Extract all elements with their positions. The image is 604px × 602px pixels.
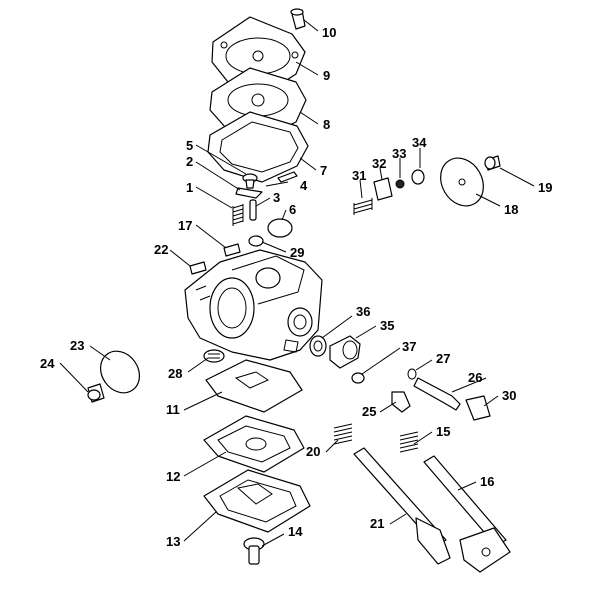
gasket-36 [309, 335, 327, 357]
pump-gasket [207, 111, 309, 183]
callout-31: 31 [352, 168, 366, 183]
callout-37: 37 [402, 339, 416, 354]
throttle-shaft-16 [423, 455, 511, 573]
screw-19 [484, 155, 501, 171]
callout-3: 3 [273, 190, 280, 205]
filter-29 [248, 235, 264, 247]
callout-27: 27 [436, 351, 450, 366]
callout-15: 15 [436, 424, 450, 439]
callout-33: 33 [392, 146, 406, 161]
cover-plate-18 [440, 157, 484, 207]
callout-9: 9 [323, 68, 330, 83]
cover-screw [290, 8, 306, 30]
fitting-35 [329, 335, 361, 369]
callout-6: 6 [289, 202, 296, 217]
oring-27 [407, 368, 417, 380]
callout-26: 26 [468, 370, 482, 385]
screw-14 [243, 537, 265, 565]
callout-35: 35 [380, 318, 394, 333]
spring-20 [333, 423, 353, 445]
leader-lines [59, 19, 535, 547]
inlet-control-lever [235, 187, 263, 199]
screw-37 [351, 372, 365, 384]
spindle-3 [249, 199, 257, 221]
carburetor-body [184, 249, 323, 361]
ball-33 [395, 179, 405, 189]
callout-labels: 10 9 8 7 4 5 2 1 3 6 17 29 22 23 24 28 1… [40, 25, 552, 549]
metering-diaphragm-12 [203, 415, 305, 473]
callout-32: 32 [372, 156, 386, 171]
needle-26 [413, 377, 461, 411]
pump-cover [211, 16, 306, 97]
sleeve-30 [465, 395, 491, 421]
pump-diaphragm-pin [277, 171, 298, 183]
callout-7: 7 [320, 163, 327, 178]
pump-diaphragm [209, 67, 307, 139]
screw-24 [87, 383, 105, 403]
strainer-28 [203, 349, 225, 363]
clip-22 [189, 261, 207, 275]
clip-17 [223, 243, 241, 257]
spring-31 [353, 198, 373, 215]
plug-34 [411, 169, 425, 185]
callout-8: 8 [323, 117, 330, 132]
callout-1: 1 [186, 180, 193, 195]
callout-18: 18 [504, 202, 518, 217]
welch-plug-6 [267, 218, 293, 238]
callout-11: 11 [166, 402, 180, 417]
callout-4: 4 [300, 178, 308, 193]
screw-5 [242, 173, 258, 189]
callout-14: 14 [288, 524, 303, 539]
callout-29: 29 [290, 245, 304, 260]
spring-15 [399, 431, 419, 453]
metering-cover-13 [203, 469, 311, 533]
callout-10: 10 [322, 25, 336, 40]
callout-22: 22 [154, 242, 168, 257]
end-cap-23 [99, 350, 141, 394]
nozzle-25 [391, 391, 411, 413]
callout-25: 25 [362, 404, 376, 419]
callout-36: 36 [356, 304, 370, 319]
gasket-11 [205, 359, 303, 413]
sleeve-32 [373, 177, 393, 201]
callout-28: 28 [168, 366, 182, 381]
callout-23: 23 [70, 338, 84, 353]
callout-13: 13 [166, 534, 180, 549]
callout-17: 17 [178, 218, 192, 233]
spring-1 [232, 204, 244, 226]
choke-shaft-21 [353, 447, 451, 565]
callout-24: 24 [40, 356, 55, 371]
callout-21: 21 [370, 516, 384, 531]
callout-16: 16 [480, 474, 494, 489]
callout-2: 2 [186, 154, 193, 169]
callout-12: 12 [166, 469, 180, 484]
callout-34: 34 [412, 135, 427, 150]
callout-5: 5 [186, 138, 193, 153]
callout-20: 20 [306, 444, 320, 459]
callout-19: 19 [538, 180, 552, 195]
callout-30: 30 [502, 388, 516, 403]
